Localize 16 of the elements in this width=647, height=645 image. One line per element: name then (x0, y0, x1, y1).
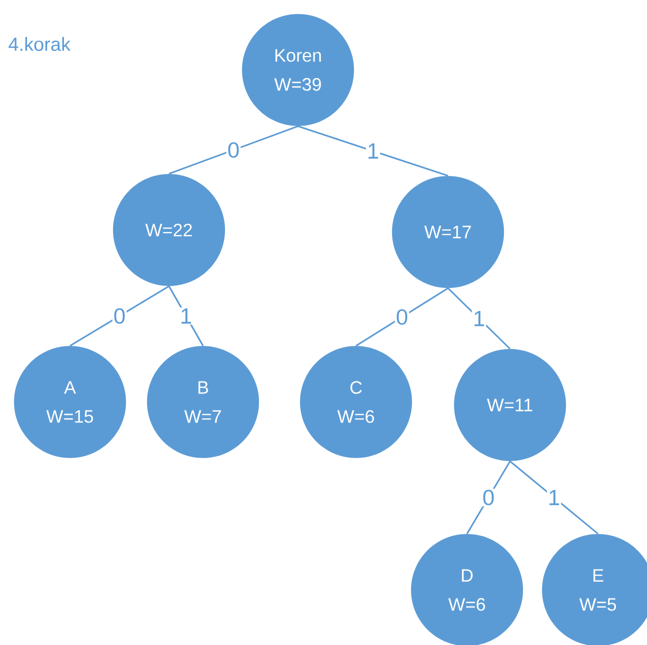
connector-line (447, 288, 511, 350)
connector-line (298, 125, 448, 177)
title: 4.korak (8, 37, 71, 51)
edge-label: 1 (546, 488, 562, 506)
connector-line (168, 125, 298, 175)
connector-line (70, 286, 170, 346)
edge-label: 1 (366, 142, 380, 160)
edge-label: 1 (178, 307, 194, 325)
connector-line (466, 460, 511, 534)
edge-label: 0 (226, 141, 241, 159)
edge-label: 0 (112, 307, 127, 325)
connector-line (510, 460, 599, 534)
edge-label: 0 (481, 488, 496, 506)
edge-label: 1 (472, 310, 486, 328)
connector-line (356, 288, 448, 346)
edge-label: 0 (394, 308, 410, 326)
